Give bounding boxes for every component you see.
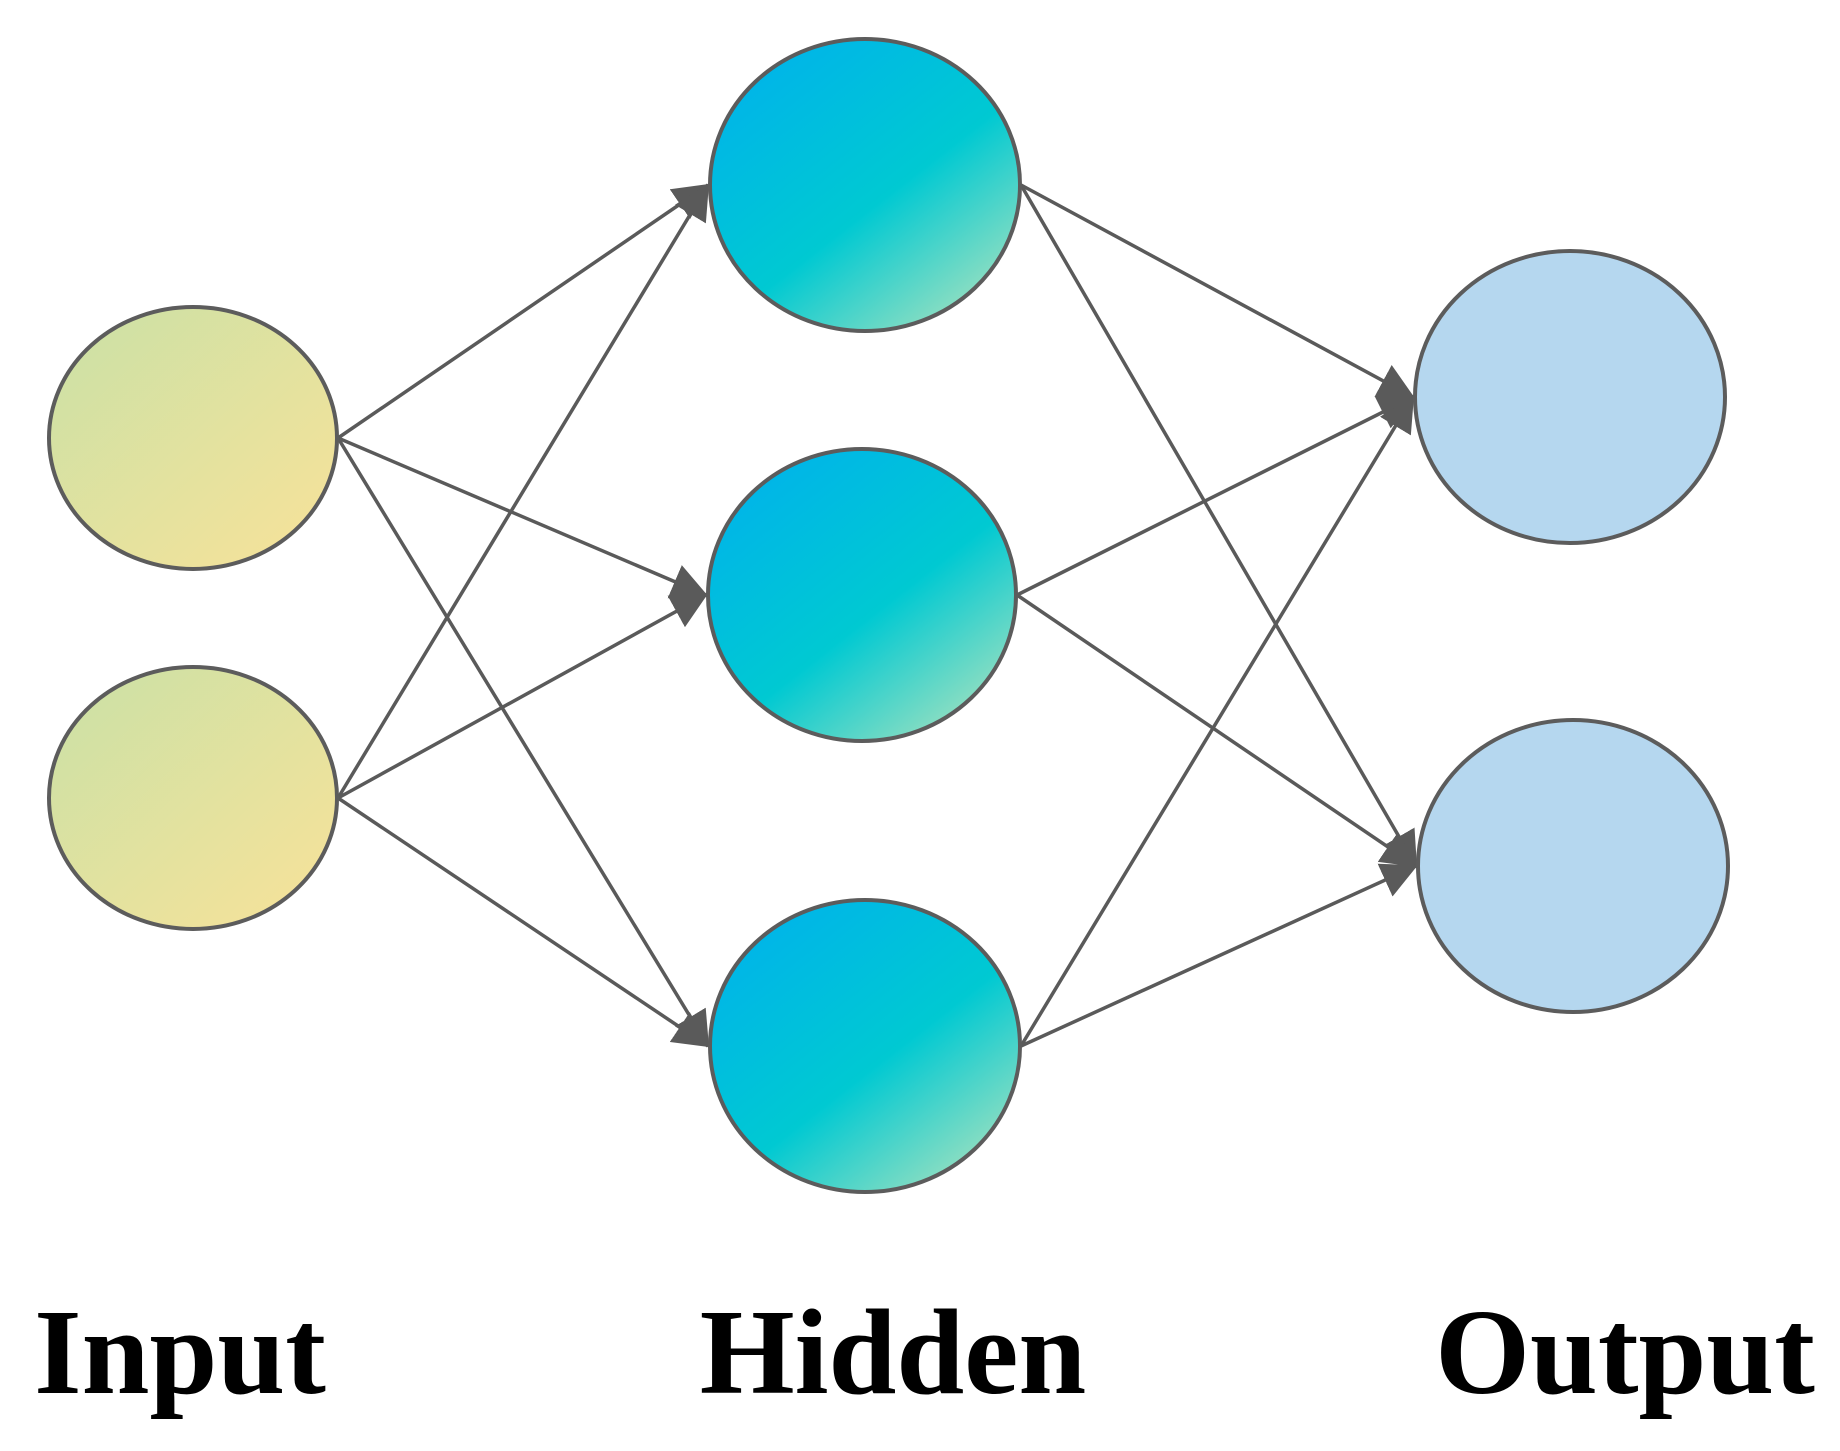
output-node-1 (1413, 249, 1727, 545)
edge-hidden-3-to-output-1 (1019, 395, 1415, 1047)
edge-input-1-to-hidden-2 (337, 436, 708, 599)
edge-hidden-2-to-output-2 (1016, 593, 1418, 868)
input-layer-label: Input (34, 1285, 326, 1420)
edge-input-1-to-hidden-1 (337, 183, 710, 440)
nodes (47, 37, 1730, 1194)
connections (336, 183, 1418, 1048)
edge-hidden-3-to-output-2 (1020, 863, 1418, 1048)
edge-input-2-to-hidden-1 (336, 183, 710, 799)
output-node-2 (1416, 718, 1730, 1014)
edge-input-1-to-hidden-3 (336, 437, 710, 1048)
output-layer-label: Output (1435, 1285, 1815, 1420)
input-node-1 (47, 305, 339, 571)
hidden-node-1 (708, 37, 1022, 333)
edge-hidden-1-to-output-1 (1020, 183, 1415, 399)
edge-input-2-to-hidden-2 (337, 593, 708, 800)
edge-input-2-to-hidden-3 (337, 796, 710, 1048)
hidden-layer-label: Hidden (700, 1285, 1087, 1420)
hidden-node-3 (708, 898, 1022, 1194)
edge-hidden-2-to-output-1 (1016, 395, 1415, 597)
hidden-node-2 (706, 447, 1018, 743)
input-node-2 (47, 665, 339, 931)
edge-hidden-1-to-output-2 (1019, 184, 1418, 868)
